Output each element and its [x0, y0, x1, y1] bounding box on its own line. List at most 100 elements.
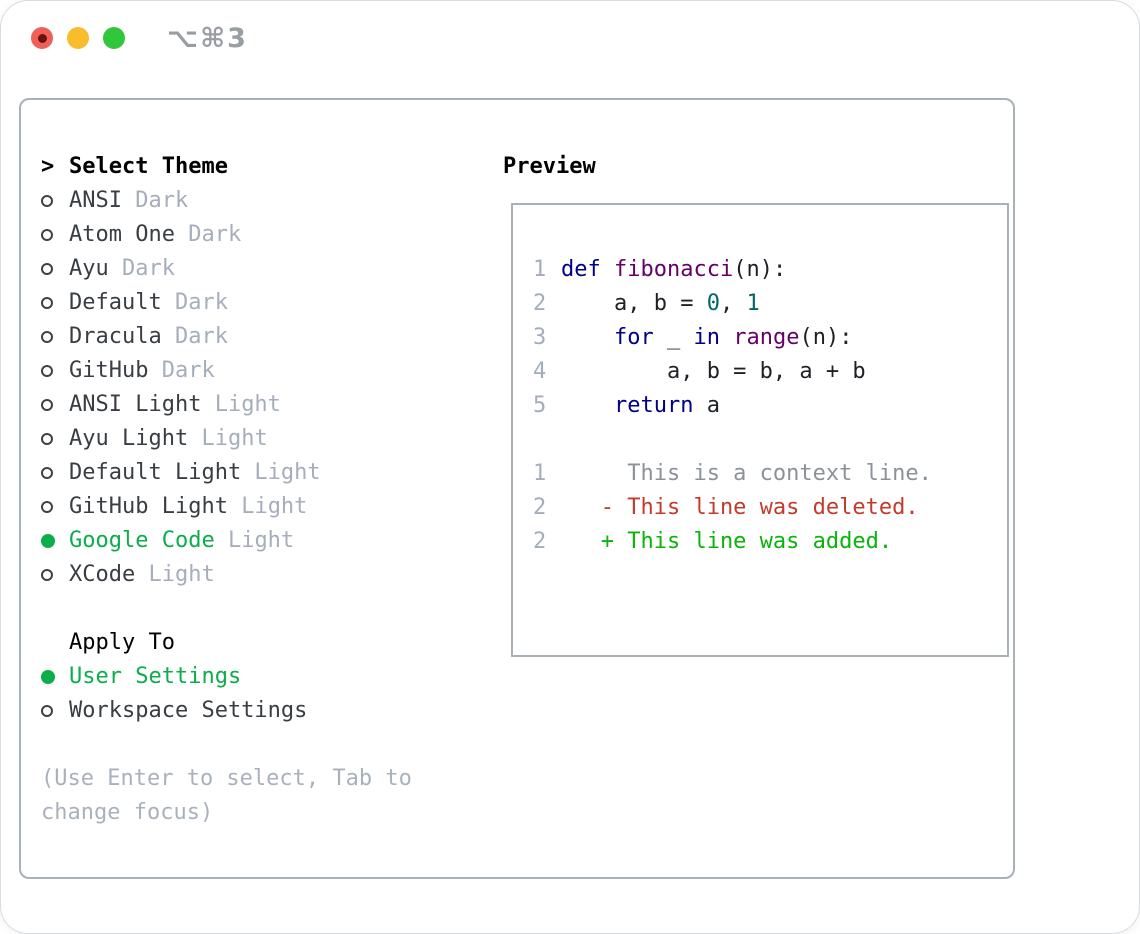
theme-option[interactable]: Default Light Light [41, 456, 481, 490]
spacer [41, 592, 481, 626]
circle-icon [41, 467, 53, 479]
theme-variant: Dark [108, 256, 175, 281]
theme-option[interactable]: XCode Light [41, 558, 481, 592]
code-text: return a [561, 389, 720, 423]
help-text: (Use Enter to select, Tab to change focu… [41, 766, 412, 825]
select-theme-title: Select Theme [69, 154, 228, 179]
theme-option[interactable]: ANSI Light Light [41, 388, 481, 422]
theme-name: GitHub Light [69, 494, 228, 519]
code-line: 5 return a [533, 389, 1007, 423]
line-number: 2 [533, 529, 547, 554]
circle-icon [41, 501, 53, 513]
theme-variant: Light [227, 494, 308, 519]
theme-name: Default [69, 290, 162, 315]
minimize-button[interactable] [67, 27, 89, 49]
diff-line-deleted: 2 - This line was deleted. [533, 491, 1007, 525]
apply-to-option[interactable]: User Settings [41, 660, 481, 694]
code-token: return [613, 393, 694, 418]
apply-to-title: Apply To [69, 630, 175, 655]
filled-circle-icon [41, 534, 55, 548]
spacer [41, 728, 481, 762]
close-button[interactable] [31, 27, 53, 49]
line-number: 1 [533, 257, 547, 282]
radio-icon [41, 365, 69, 377]
code-token: def [561, 257, 601, 282]
diff-text: - This line was deleted. [561, 495, 919, 520]
code-text: a, b = 0, 1 [561, 287, 760, 321]
radio-icon [41, 229, 69, 241]
theme-option[interactable]: GitHub Dark [41, 354, 481, 388]
line-number: 2 [533, 495, 547, 520]
theme-variant: Dark [161, 290, 228, 315]
diff-line-context: 1 This is a context line. [533, 457, 1007, 491]
focus-caret: > [41, 154, 55, 179]
line-number: 1 [533, 461, 547, 486]
code-token: in [693, 325, 720, 350]
theme-option[interactable]: Ayu Dark [41, 252, 481, 286]
apply-to-label: User Settings [69, 664, 242, 689]
code-text: def fibonacci(n): [561, 253, 786, 287]
theme-option[interactable]: ANSI Dark [41, 184, 481, 218]
radio-icon [41, 399, 69, 411]
code-line: 3 for _ in range(n): [533, 321, 1007, 355]
zoom-button[interactable] [103, 27, 125, 49]
filled-circle-icon [41, 670, 55, 684]
theme-option[interactable]: Dracula Dark [41, 320, 481, 354]
theme-name: Ayu Light [69, 426, 189, 451]
theme-variant: Dark [148, 358, 215, 383]
theme-option[interactable]: Atom One Dark [41, 218, 481, 252]
diff-line-added: 2 + This line was added. [533, 525, 1007, 559]
theme-option[interactable]: Default Dark [41, 286, 481, 320]
code-token [561, 325, 614, 350]
titlebar: ⌥⌘3 [1, 1, 1139, 76]
theme-name: Google Code [69, 528, 215, 553]
radio-icon [41, 569, 69, 581]
radio-icon [41, 433, 69, 445]
theme-name: ANSI Light [69, 392, 202, 417]
code-line: 4 a, b = b, a + b [533, 355, 1007, 389]
theme-variant: Light [188, 426, 268, 451]
radio-icon [41, 297, 69, 309]
code-token: a, b = [561, 291, 707, 316]
radio-icon [41, 467, 69, 479]
theme-name: ANSI [69, 188, 122, 213]
theme-name: Default Light [69, 460, 242, 485]
theme-name: XCode [69, 562, 136, 587]
code-token: 1 [746, 291, 760, 316]
diff-text: + This line was added. [561, 529, 893, 554]
theme-option[interactable]: Google Code Light [41, 524, 481, 558]
apply-to-label: Workspace Settings [69, 698, 308, 723]
selected-radio-icon [41, 534, 69, 548]
circle-icon [41, 229, 53, 241]
theme-variant: Light [214, 528, 295, 553]
line-number: 3 [533, 325, 547, 350]
code-token: _ [653, 325, 694, 350]
code-token [601, 257, 614, 282]
line-number: 4 [533, 359, 547, 384]
theme-name: GitHub [69, 358, 149, 383]
preview-title: Preview [503, 154, 596, 179]
diff-text: This is a context line. [561, 461, 932, 486]
code-token: 0 [706, 291, 720, 316]
apply-to-header: Apply To [41, 626, 481, 660]
theme-variant: Dark [174, 222, 242, 247]
circle-icon [41, 365, 53, 377]
line-number: 5 [533, 393, 547, 418]
theme-option[interactable]: GitHub Light Light [41, 490, 481, 524]
code-text: a, b = b, a + b [561, 355, 866, 389]
radio-icon [41, 263, 69, 275]
radio-icon [41, 331, 69, 343]
theme-option[interactable]: Ayu Light Light [41, 422, 481, 456]
apply-to-option[interactable]: Workspace Settings [41, 694, 481, 728]
radio-icon [41, 705, 69, 717]
code-token: for [613, 325, 654, 350]
theme-name: Ayu [69, 256, 109, 281]
select-theme-header: > Select Theme [41, 150, 481, 184]
circle-icon [41, 195, 53, 207]
